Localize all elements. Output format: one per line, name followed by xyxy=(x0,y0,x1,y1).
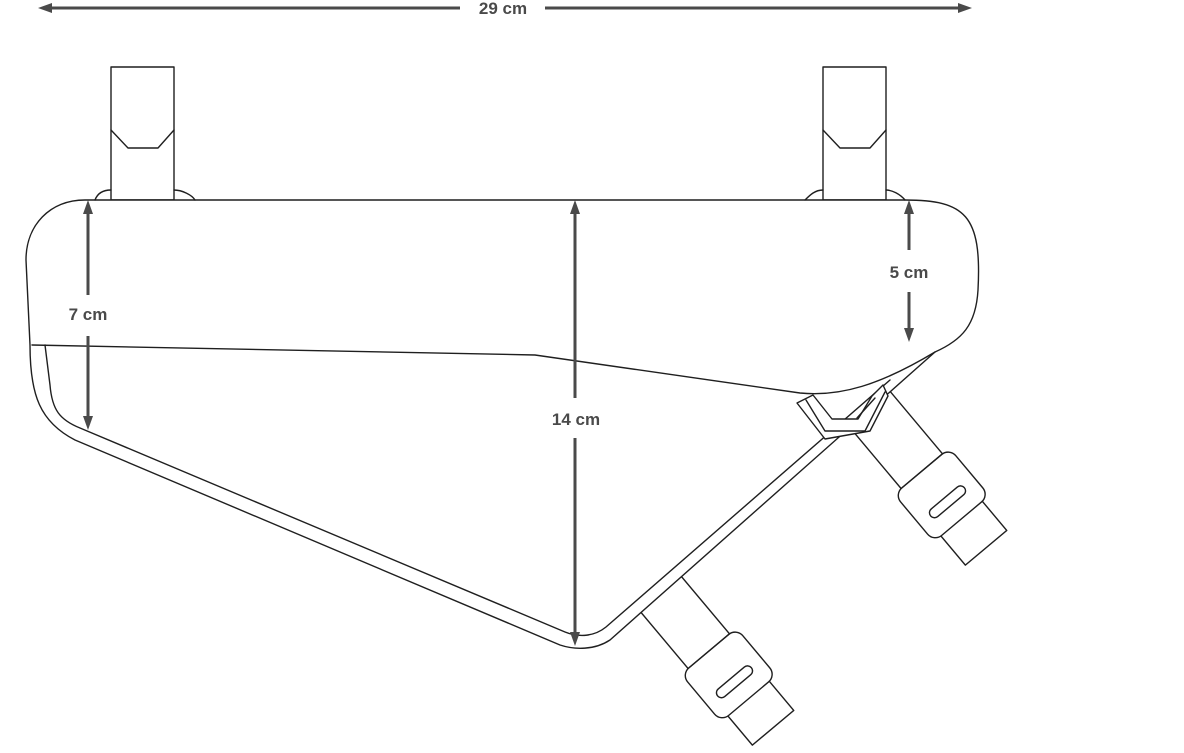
dimension-rear-height-label: 5 cm xyxy=(890,263,929,282)
rear-clip xyxy=(796,384,889,440)
bottom-strap-rear xyxy=(842,384,1008,566)
bottom-strap-front xyxy=(629,564,795,746)
bag-welt-line xyxy=(44,344,891,637)
dimension-rear-height: 5 cm xyxy=(890,200,929,342)
top-strap-left-root xyxy=(94,189,196,201)
top-strap-left xyxy=(110,66,175,201)
dimension-front-height-label: 7 cm xyxy=(69,305,108,324)
bag-body-outline xyxy=(25,199,980,649)
dimension-width-label: 29 cm xyxy=(479,0,527,18)
top-strap-right-root xyxy=(804,189,906,201)
dimension-front-height: 7 cm xyxy=(69,200,108,430)
dimension-width: 29 cm xyxy=(38,0,972,18)
dimension-total-height-label: 14 cm xyxy=(552,410,600,429)
dimension-total-height: 14 cm xyxy=(552,200,600,646)
bag-panel-seam xyxy=(31,344,936,395)
top-strap-right xyxy=(822,66,887,201)
